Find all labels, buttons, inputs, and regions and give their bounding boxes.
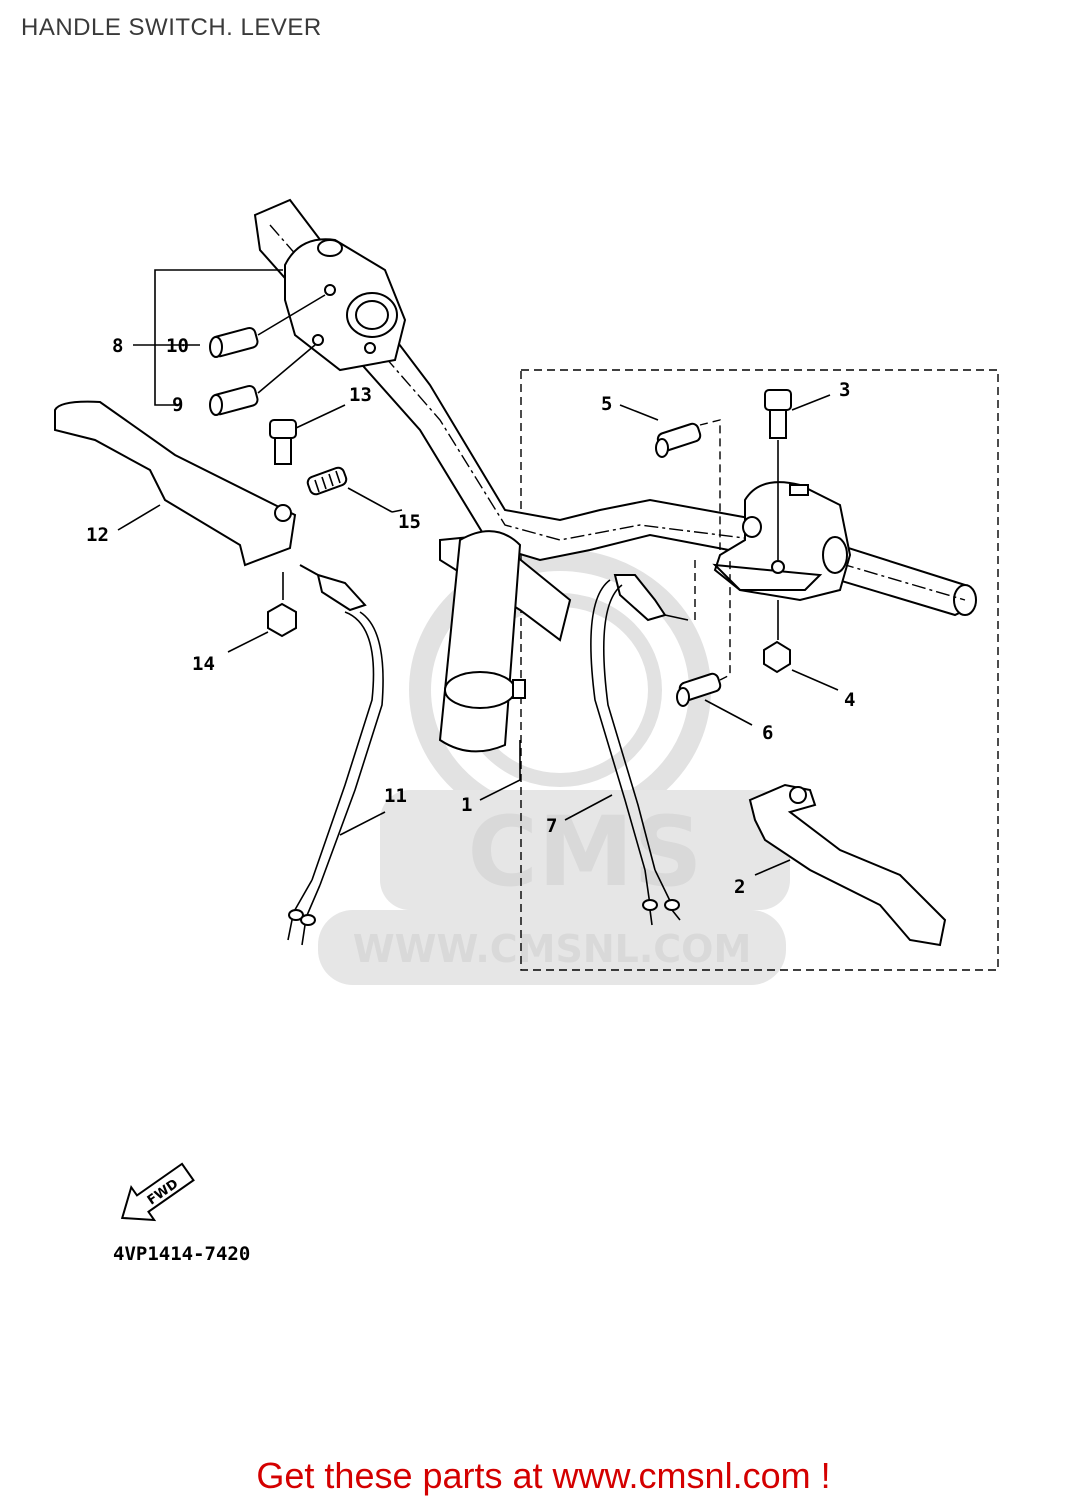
label-3: 3 [839, 379, 850, 401]
bolt-3 [764, 389, 831, 560]
label-2: 2 [734, 876, 745, 898]
label-6: 6 [762, 722, 773, 744]
spring-15 [306, 466, 393, 513]
footer-cta[interactable]: Get these parts at www.cmsnl.com ! [256, 1455, 831, 1496]
label-13: 13 [349, 384, 372, 406]
fwd-arrow-icon: FWD [120, 1162, 195, 1222]
nut-14 [227, 572, 297, 653]
right-switch-housing [712, 481, 852, 602]
page-title: HANDLE SWITCH. LEVER [21, 14, 322, 41]
label-12: 12 [86, 524, 109, 546]
watermark-brand: CMS [467, 796, 702, 908]
watermark-url: WWW.CMSNL.COM [353, 927, 752, 971]
clutch-lever [54, 400, 297, 567]
label-10: 10 [166, 335, 189, 357]
label-15: 15 [398, 511, 421, 533]
diagram-code: 4VP1414-7420 [113, 1243, 250, 1265]
screw-6 [676, 560, 753, 726]
brake-switch-7 [564, 574, 689, 926]
screw-9 [209, 384, 259, 416]
label-9: 9 [172, 394, 183, 416]
handlebar-riser [438, 530, 572, 753]
label-14: 14 [192, 653, 215, 675]
clutch-switch-11 [287, 564, 386, 946]
bolt-13 [269, 404, 346, 465]
right-assembly-box [520, 369, 999, 971]
label-5: 5 [601, 393, 612, 415]
left-switch-housing [284, 238, 407, 372]
brake-lever [748, 783, 947, 947]
label-4: 4 [844, 689, 855, 711]
screw-10 [209, 326, 259, 358]
screw-5 [619, 404, 721, 550]
label-1: 1 [461, 794, 472, 816]
label-7: 7 [546, 815, 557, 837]
label-11: 11 [384, 785, 407, 807]
nut-4 [763, 600, 839, 691]
label-8: 8 [112, 335, 123, 357]
